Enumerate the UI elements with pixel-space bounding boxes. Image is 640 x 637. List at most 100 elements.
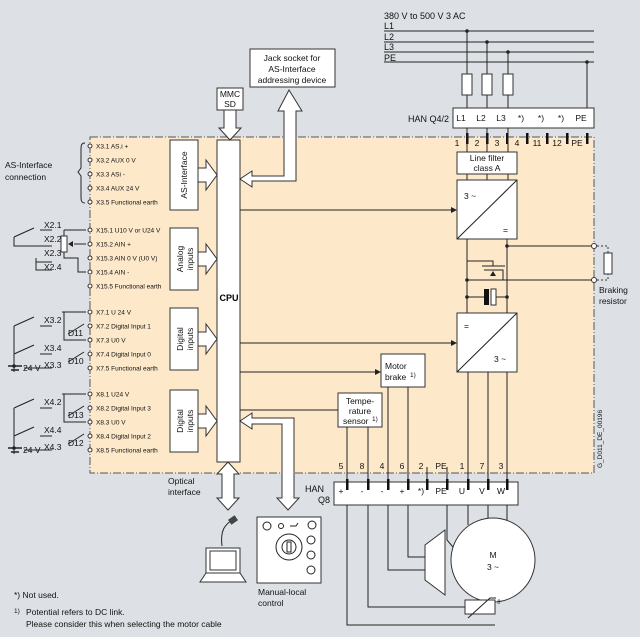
terminal-ref: X4.4: [44, 425, 62, 435]
diode-label: D13: [68, 410, 84, 420]
manual-control-panel-icon[interactable]: [256, 516, 322, 584]
diode-label: D10: [68, 356, 84, 366]
mmc-arrow: [217, 109, 243, 141]
terminal-pin: [446, 479, 449, 490]
motor-phases: 3 ~: [487, 562, 499, 572]
digital-label-1: Digital: [175, 327, 185, 351]
han-q42-terminal: 2: [475, 138, 480, 148]
terminal-point: [87, 447, 93, 453]
terminal-ref: X4.2: [44, 397, 62, 407]
terminal-point: [87, 391, 93, 397]
fuse-l3: [502, 73, 514, 96]
han-q42-terminal: 11: [533, 138, 542, 148]
digital-label-2: Digital: [175, 409, 185, 433]
han-q8-terminal: 2: [419, 461, 424, 471]
footnote-potential: Potential refers to DC link.: [26, 607, 125, 617]
terminal-label: X7.4 Digital Input 0: [96, 352, 151, 359]
han-q8-pin: *): [418, 486, 424, 496]
voltage-label: 24 V: [23, 445, 41, 455]
han-q42-terminal: 3: [495, 138, 500, 148]
laptop-icon: [199, 515, 247, 583]
diode-label: D12: [68, 438, 84, 448]
x2-1: X2.1: [44, 220, 62, 230]
terminal-label: X8.1 U24 V: [96, 392, 130, 399]
terminal-strips: X3.1 AS.i +X3.2 AUX 0 VX3.3 ASi -X3.4 AU…: [87, 143, 162, 455]
terminal-pin: [467, 479, 470, 490]
terminal-pin: [487, 479, 490, 490]
terminal-point: [87, 365, 93, 371]
han-q42-pin: L2: [476, 113, 486, 123]
han-q42-terminal: 12: [552, 138, 562, 148]
digital-inputs-block-2: [169, 389, 199, 453]
sd-label: SD: [224, 99, 236, 109]
motor-wiring: M 3 ~ ϑ: [346, 505, 536, 626]
cpu-label: CPU: [219, 293, 238, 303]
capacitor: [484, 289, 489, 305]
optical-interface-arrow: [215, 461, 241, 511]
terminal-label: X15.1 U10 V or U24 V: [96, 228, 161, 235]
terminal-point: [87, 323, 93, 329]
supply-title: 380 V to 500 V 3 AC: [384, 11, 466, 21]
han-q8-terminal: 4: [380, 461, 385, 471]
jack-label-2: AS-Interface: [268, 64, 316, 74]
as-interface-connection-label-2: connection: [5, 172, 46, 182]
terminal-point: [87, 269, 93, 275]
x2-3: X2.3: [44, 248, 62, 258]
terminal-point: [87, 171, 93, 177]
han-q8-terminal: PE: [435, 461, 447, 471]
terminal-pin: [586, 133, 589, 144]
cpu-signal-lines: [240, 209, 455, 411]
terminal-pin: [506, 133, 509, 144]
han-q8-terminal: 7: [480, 461, 485, 471]
footnote-not-used: *) Not used.: [14, 590, 59, 600]
terminal-pin: [407, 479, 410, 490]
line-filter-class: class A: [474, 163, 501, 173]
terminal-point: [87, 309, 93, 315]
han-q42-pin: *): [518, 113, 524, 123]
han-q8-terminal: 6: [400, 461, 405, 471]
terminal-pin: [387, 479, 390, 490]
as-interface-label: AS-Interface: [179, 151, 189, 199]
optical-interface-label: Optical: [168, 476, 195, 486]
supply-l2: L2: [384, 32, 394, 42]
terminal-point: [87, 419, 93, 425]
han-q42-label: HAN Q4/2: [408, 114, 449, 124]
han-q8-pin: PE: [435, 486, 447, 496]
terminal-label: X8.4 Digital Input 2: [96, 434, 151, 441]
terminal-label: X3.4 AUX 24 V: [96, 186, 140, 193]
fuse-l2: [481, 73, 493, 96]
jack-label-3: addressing device: [258, 75, 327, 85]
terminal-point: [87, 255, 93, 261]
han-q42-terminal: 1: [455, 138, 460, 148]
terminal-ref: X3.4: [44, 343, 62, 353]
dc-link: [465, 239, 613, 313]
han-q8-terminal: 1: [460, 461, 465, 471]
han-q8-label: HAN: [305, 484, 324, 494]
brake-coil: [424, 529, 446, 596]
han-q42-terminal: PE: [571, 138, 583, 148]
terminal-pin: [426, 479, 429, 490]
rectifier-ac: 3 ~: [464, 191, 476, 201]
terminal-pin: [367, 479, 370, 490]
footnote-mark: 1): [14, 608, 20, 615]
terminal-label: X8.3 U0 V: [96, 420, 126, 427]
terminal-point: [87, 351, 93, 357]
han-q42-terminal: 4: [515, 138, 520, 148]
manual-control-label: Manual-local: [258, 587, 306, 597]
braking-resistor: [603, 252, 613, 275]
fuse-l1: [461, 73, 473, 96]
terminal-label: X7.3 U0 V: [96, 338, 126, 345]
han-q8-pin: -: [381, 486, 384, 496]
han-q8-terminal: 3: [499, 461, 504, 471]
analog-label-2: inputs: [185, 248, 195, 271]
terminal-point: [87, 283, 93, 289]
han-q8-label-2: Q8: [318, 495, 330, 505]
jack-socket-box: [249, 48, 336, 88]
terminal-point: [87, 199, 93, 205]
temp-sensor-label-3: sensor: [343, 416, 369, 426]
terminal-label: X3.3 ASi -: [96, 172, 125, 179]
manual-control-arrow: [239, 412, 301, 511]
